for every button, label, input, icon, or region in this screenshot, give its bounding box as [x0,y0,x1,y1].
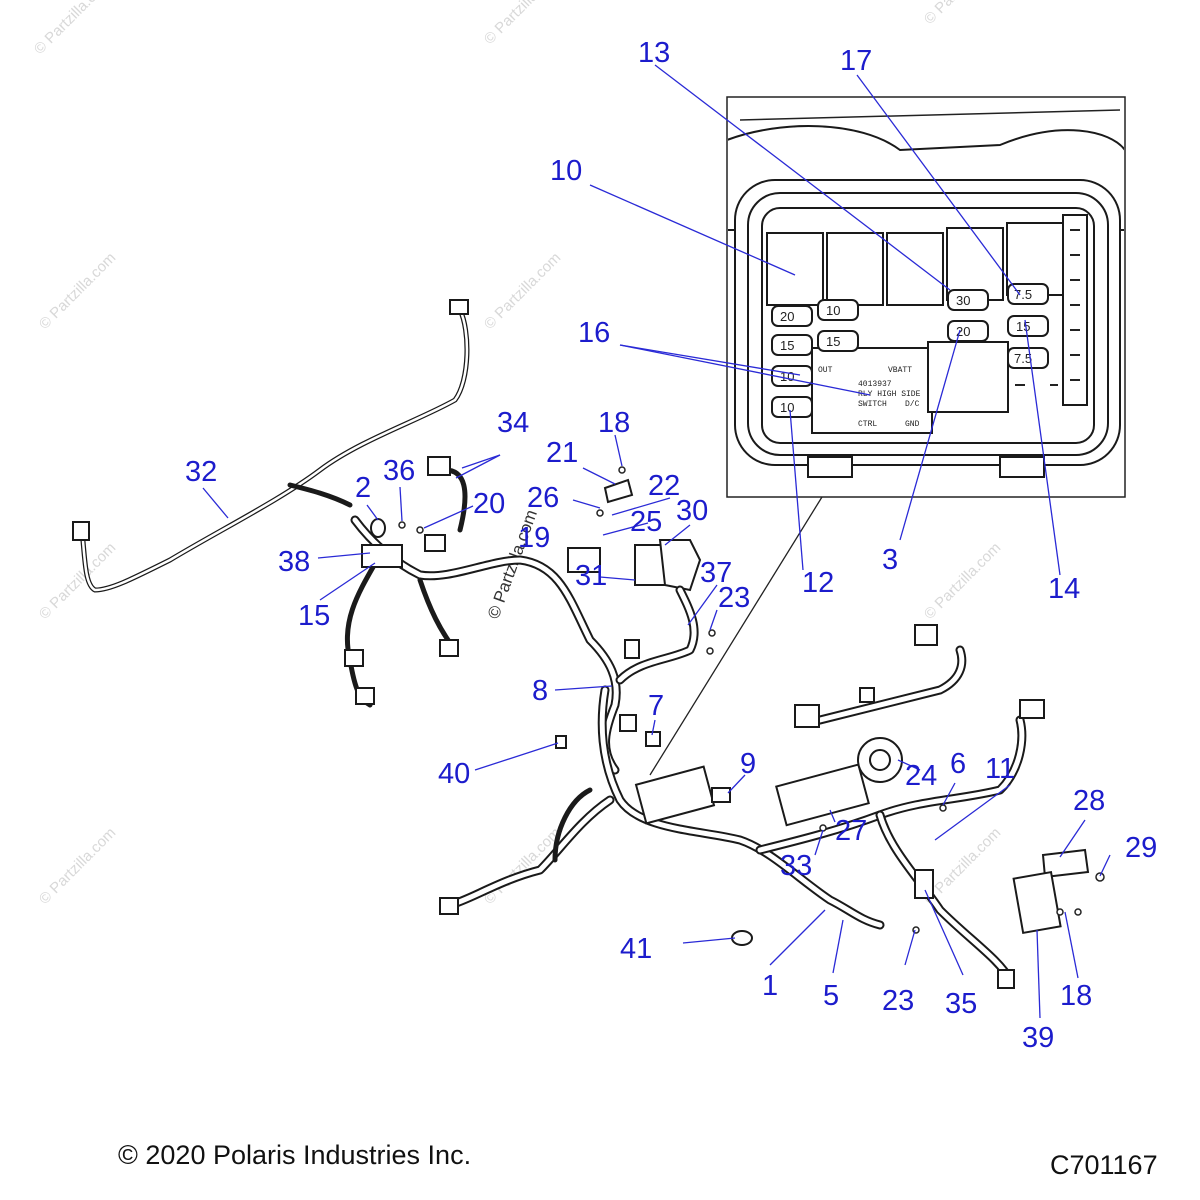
watermark: © Partzilla.com [481,249,564,332]
relay-label: OUT VBATT 4013937 RLY HIGH SIDE SWITCH D… [818,366,921,429]
watermark: © Partzilla.com [921,0,1004,28]
watermark: © Partzilla.com [481,0,564,48]
callout-34: 34 [497,407,529,439]
callout-31: 31 [575,560,607,592]
fuse-value: 20 [956,324,970,339]
callout-12: 12 [802,567,834,599]
callout-10: 10 [550,155,582,187]
callout-6: 6 [950,748,966,780]
callout-27: 27 [835,815,867,847]
callout-32: 32 [185,456,217,488]
callout-30: 30 [676,495,708,527]
svg-text:GND: GND [905,420,920,429]
callout-29: 29 [1125,832,1157,864]
fuse-value: 30 [956,293,970,308]
watermark: © Partzilla.com [36,539,119,622]
svg-text:SWITCH: SWITCH [858,400,887,409]
watermark: © Partzilla.com [31,0,114,58]
svg-text:4013937: 4013937 [858,380,892,389]
callout-20: 20 [473,488,505,520]
svg-text:VBATT: VBATT [888,366,912,375]
callout-5: 5 [823,980,839,1012]
fuse-value: 7.5 [1014,287,1032,302]
callout-18a: 18 [598,407,630,439]
callout-15: 15 [298,600,330,632]
callout-1: 1 [762,970,778,1002]
copyright-text: © 2020 Polaris Industries Inc. [118,1140,472,1170]
callout-37: 37 [700,557,732,589]
fuse-value: 10 [780,400,794,415]
callout-39: 39 [1022,1022,1054,1054]
callout-19: 19 [518,522,550,554]
callout-23b: 23 [882,985,914,1017]
callout-22: 22 [648,470,680,502]
watermark: © Partzilla.com [481,824,564,907]
svg-text:OUT: OUT [818,366,833,375]
leader-lines [202,64,1111,1019]
callout-26: 26 [527,482,559,514]
callout-41: 41 [620,933,652,965]
fuse-value: 15 [826,334,840,349]
callout-38: 38 [278,546,310,578]
callout-40: 40 [438,758,470,790]
callout-9: 9 [740,748,756,780]
fuse-value: 10 [780,369,794,384]
callout-25: 25 [630,506,662,538]
fuse-value: 15 [780,338,794,353]
callout-18b: 18 [1060,980,1092,1012]
fuse-value: 20 [780,309,794,324]
callout-8: 8 [532,675,548,707]
callout-7: 7 [648,690,664,722]
callout-35: 35 [945,988,977,1020]
fuse-value: 15 [1016,319,1030,334]
diagram-id: C701167 [1050,1150,1158,1180]
callout-17: 17 [840,45,872,77]
callout-3: 3 [882,544,898,576]
fuse-value: 7.5 [1014,351,1032,366]
fuse-value: 10 [826,303,840,318]
callout-2: 2 [355,472,371,504]
inset-link-line [649,496,823,776]
callout-28: 28 [1073,785,1105,817]
callout-labels: 13 17 10 16 18 34 32 21 36 2 20 26 22 30… [185,37,1157,1054]
callout-23a: 23 [718,582,750,614]
svg-text:D/C: D/C [905,400,920,409]
callout-11: 11 [985,753,1015,785]
fuses: 20 10 15 10 10 15 30 20 7.5 15 7.5 [771,283,1049,418]
svg-text:CTRL: CTRL [858,420,877,429]
callout-33: 33 [780,850,812,882]
harness-drawing [72,299,1105,989]
watermark: © Partzilla.com [36,824,119,907]
callout-16: 16 [578,317,610,349]
callout-36: 36 [383,455,415,487]
callout-24: 24 [905,760,937,792]
watermark: © Partzilla.com [36,249,119,332]
callout-21: 21 [546,437,578,469]
callout-13: 13 [638,37,670,69]
watermark: © Partzilla.com [921,539,1004,622]
callout-14: 14 [1048,573,1080,605]
svg-text:RLY HIGH SIDE: RLY HIGH SIDE [858,390,921,399]
fuse-box-inset: OUT VBATT 4013937 RLY HIGH SIDE SWITCH D… [726,96,1126,498]
